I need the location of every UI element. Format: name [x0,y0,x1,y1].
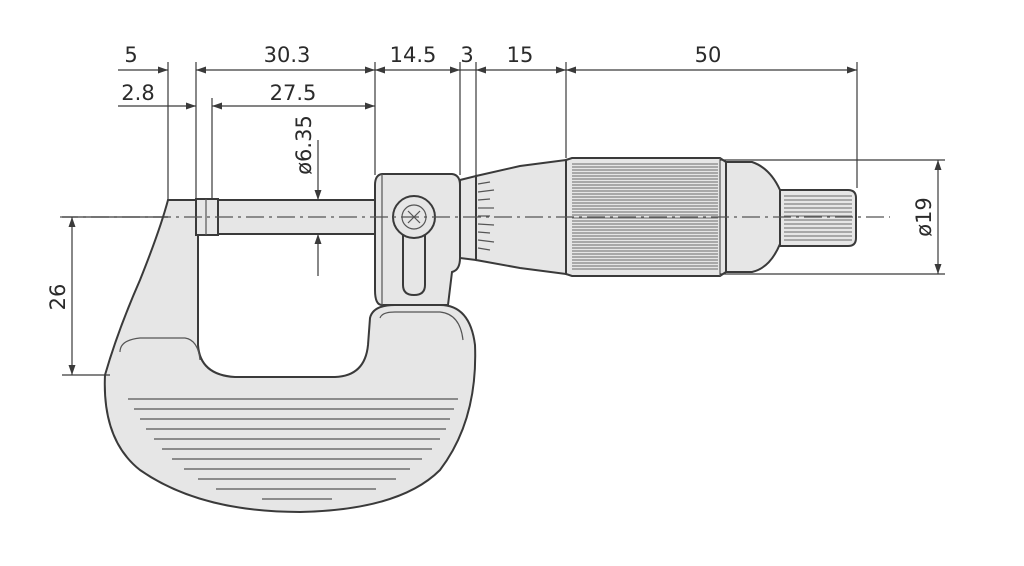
spindle-lock [392,195,436,297]
dim-label-14-5: 14.5 [390,43,437,67]
dim-label-30-3: 30.3 [264,43,311,67]
dim-label-6-35: ø6.35 [292,115,316,175]
dim-label-27-5: 27.5 [270,81,317,105]
dim-label-15: 15 [507,43,534,67]
knurled-grip [565,157,727,277]
dim-label-3: 3 [460,43,473,67]
dim-label-2-8: 2.8 [121,81,154,105]
dim-label-5: 5 [124,43,137,67]
frame-grip-lines [128,398,458,500]
thimble-graduations [477,181,495,251]
dim-label-50: 50 [695,43,722,67]
dimension-labels: 5 30.3 14.5 3 15 50 2.8 27.5 ø6.35 26 ø1… [46,43,936,310]
dimension-lines [68,66,942,375]
dim-label-19: ø19 [912,197,936,237]
extension-lines [62,62,945,376]
c-frame [103,199,477,514]
dim-label-26: 26 [46,284,70,311]
